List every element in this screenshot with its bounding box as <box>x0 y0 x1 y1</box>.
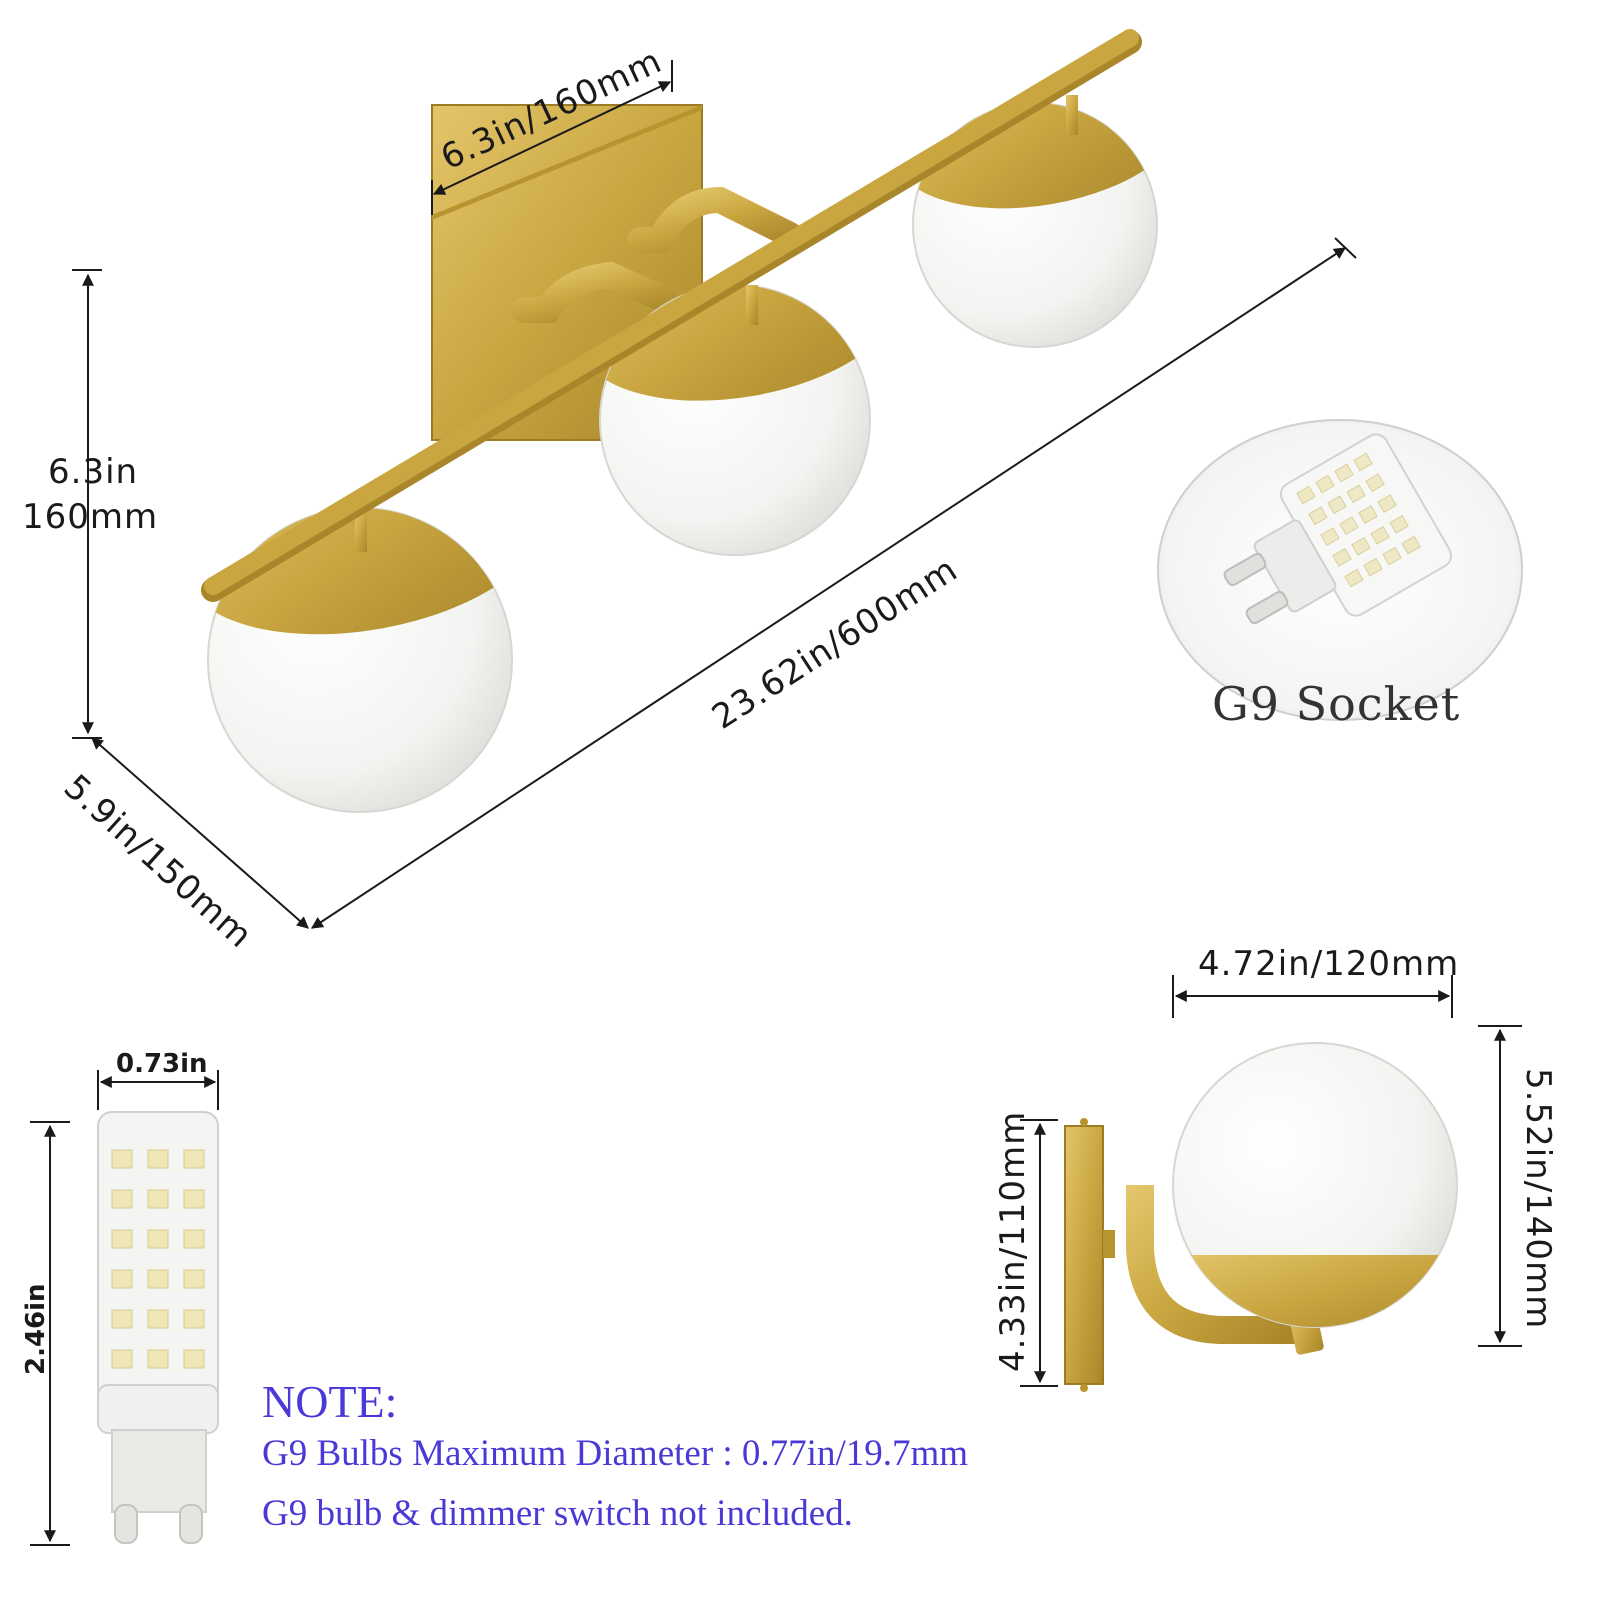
dim-height-mm: 160mm <box>22 497 158 537</box>
g9-socket-inset: G9 Socket <box>1157 419 1523 731</box>
stem-right <box>1066 95 1078 135</box>
sconce-backplate <box>1064 1125 1104 1385</box>
bulb-pin-top <box>1223 552 1267 587</box>
socket-label: G9 Socket <box>1212 677 1460 731</box>
globe-left <box>207 507 513 813</box>
stem-middle <box>746 285 758 325</box>
note-not-included: G9 bulb & dimmer switch not included. <box>262 1493 853 1534</box>
dim-sconce-plate-height: 4.33in/110mm <box>993 1111 1033 1372</box>
bulb-pin-right <box>179 1504 203 1544</box>
globe-right <box>912 102 1158 348</box>
g9-bulb-dimension: 0.73in 2.46in <box>21 1049 219 1546</box>
arm-upper <box>627 186 803 253</box>
dim-line-depth <box>91 737 309 929</box>
bulb-collar <box>97 1384 219 1434</box>
vanity-light-fixture <box>201 29 1158 813</box>
dim-height-in: 6.3in <box>48 452 138 492</box>
bulb-base-lower <box>111 1429 207 1513</box>
sconce-arm <box>1126 1185 1300 1344</box>
dim-globe-width: 4.72in/120mm <box>1198 944 1459 984</box>
sconce-dimensions: 4.72in/120mm 5.52in/140mm 4.33in/110mm <box>993 944 1558 1387</box>
dim-line-total-length <box>310 247 1347 929</box>
bulb-base <box>1253 519 1337 613</box>
bulb-pin-left <box>114 1504 138 1544</box>
dim-globe-height: 5.52in/140mm <box>1518 1068 1558 1329</box>
dim-bulb-width: 0.73in <box>116 1049 208 1079</box>
sconce-side-view <box>1064 1042 1458 1392</box>
note-max-diameter: G9 Bulbs Maximum Diameter : 0.77in/19.7m… <box>262 1433 969 1474</box>
dim-line-backplate-width <box>432 81 672 195</box>
dim-bulb-height: 2.46in <box>21 1283 51 1375</box>
bulb-pin-bottom <box>1245 590 1289 625</box>
note-title: NOTE: <box>262 1376 398 1427</box>
